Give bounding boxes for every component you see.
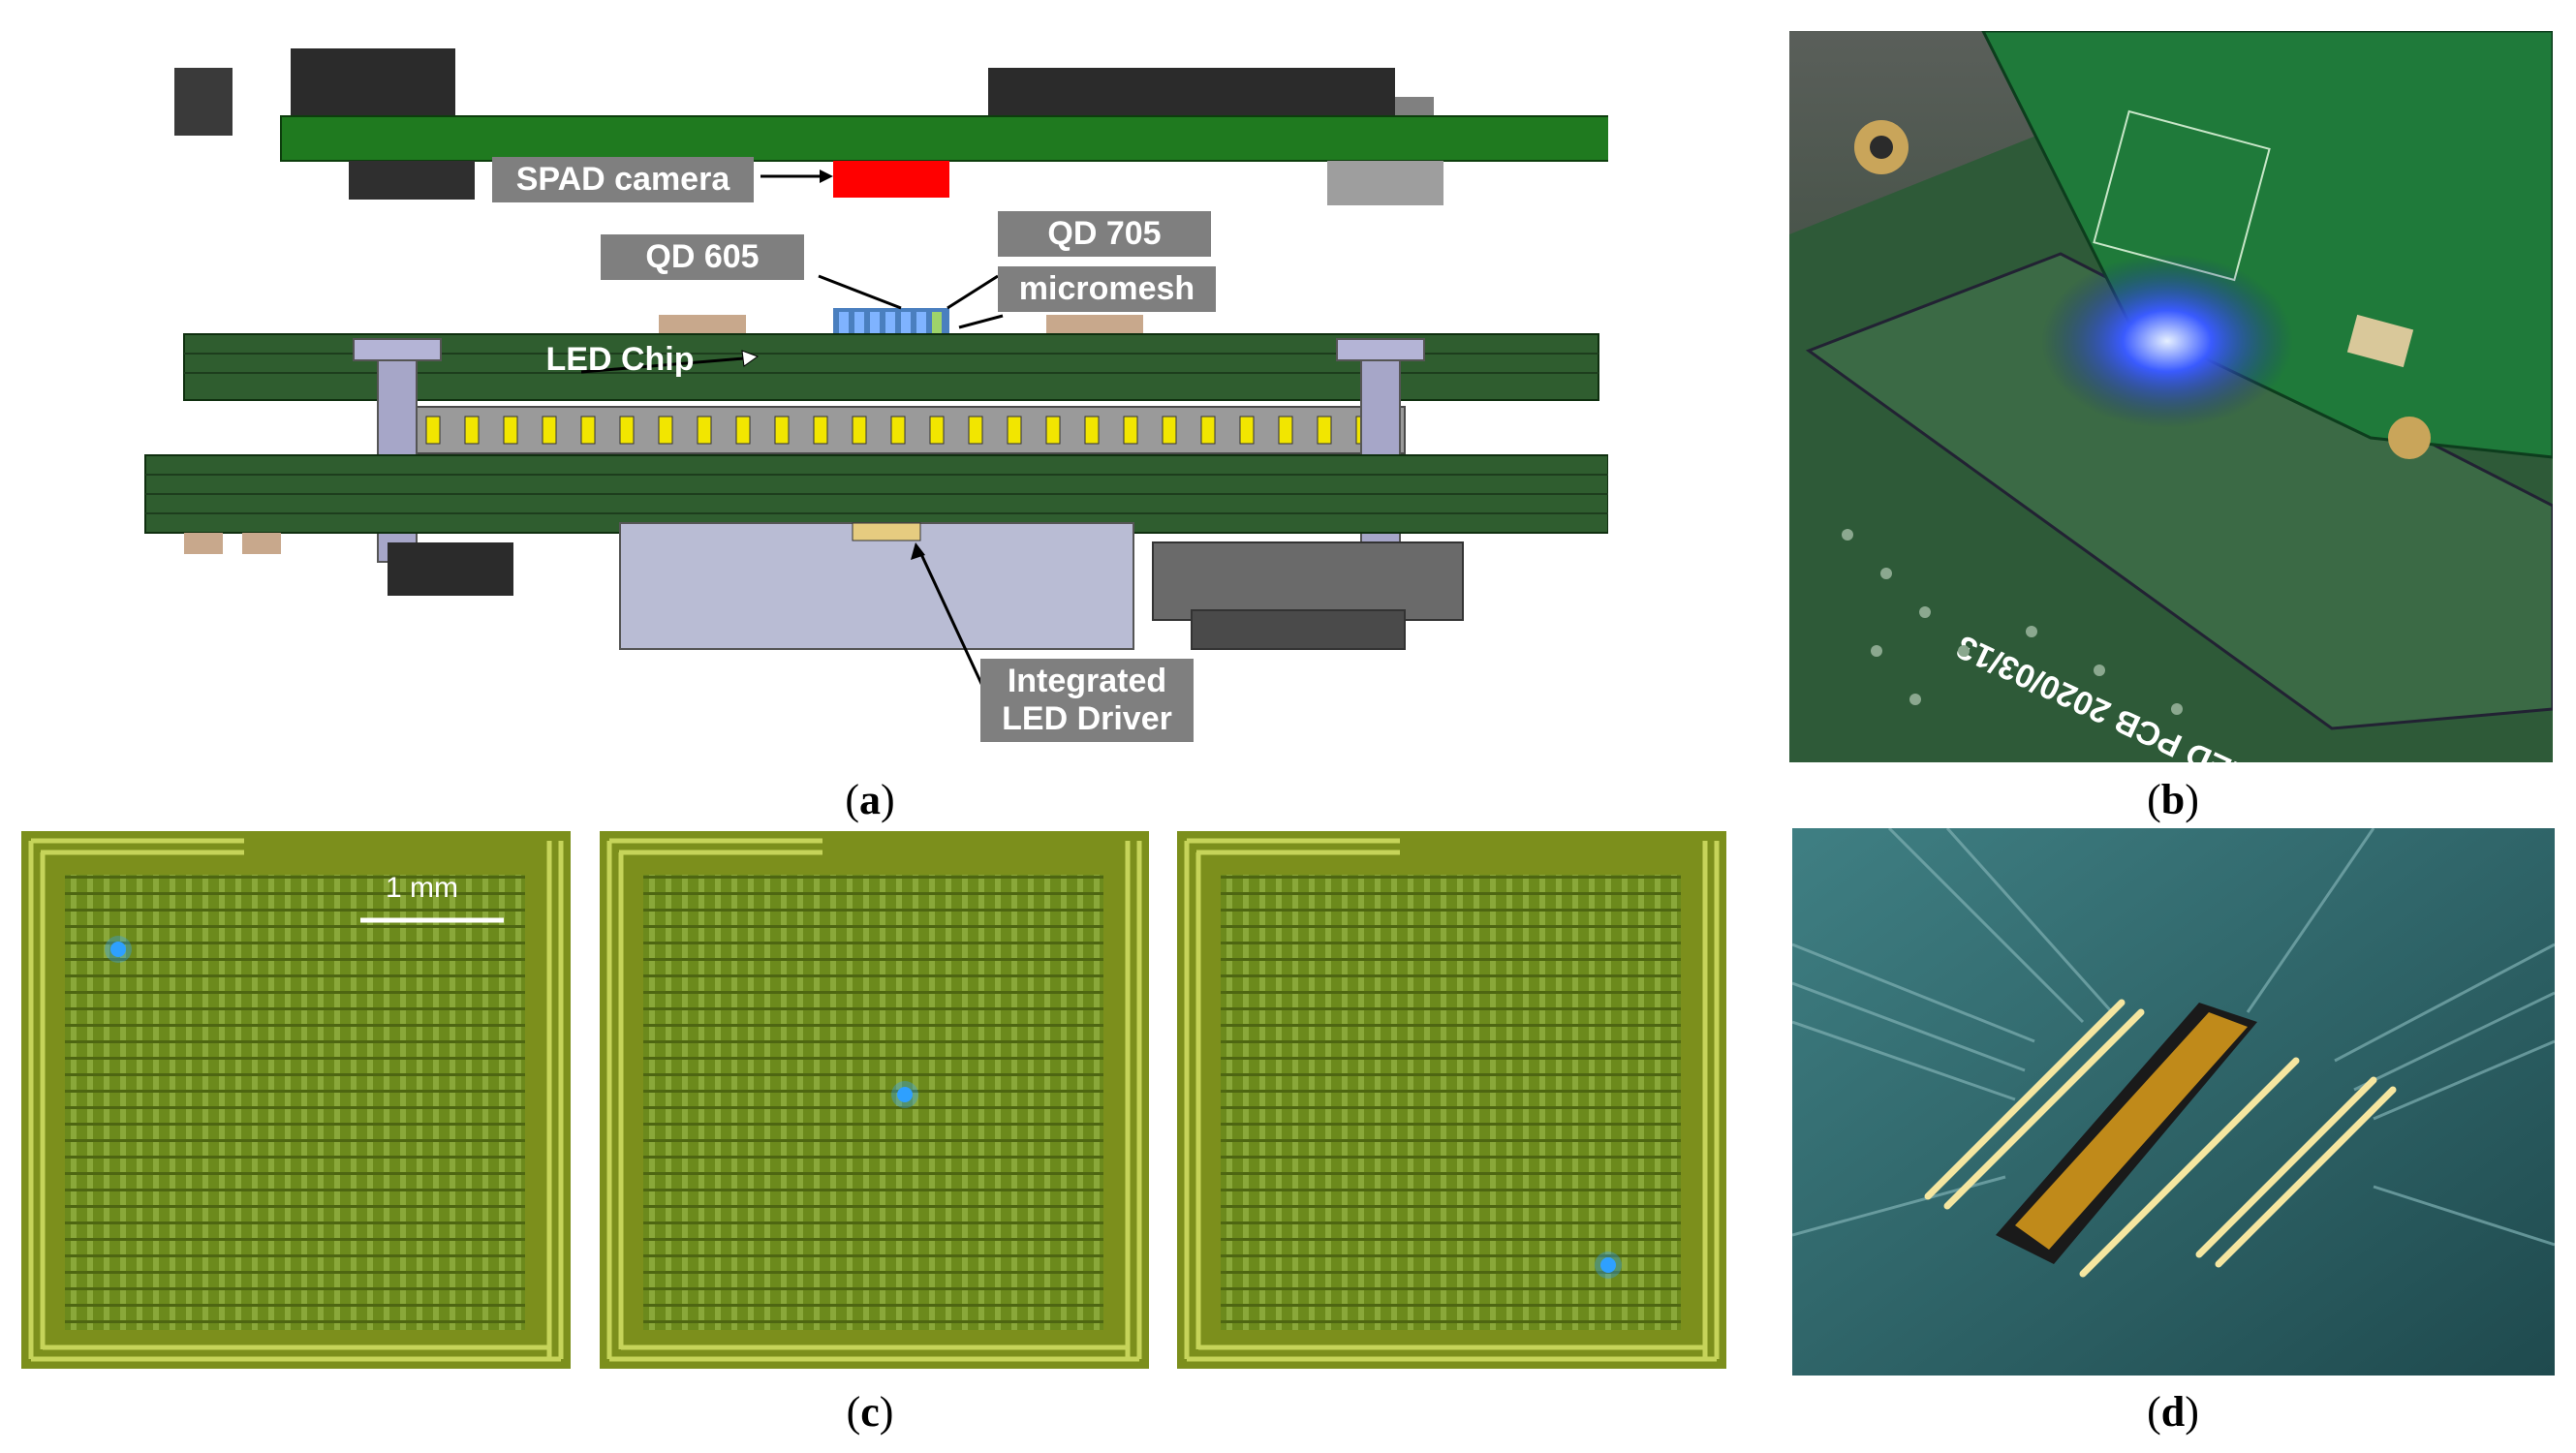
label-integrated-led-driver: Integrated LED Driver [980,659,1194,743]
caption-b: (b) [2147,776,2199,823]
caption-b-letter: b [2160,776,2186,823]
panel-a-cad-diagram [136,19,1629,775]
label-qd705: QD 705 [998,211,1211,258]
spad-camera-chip [833,161,949,198]
label-led-chip: LED Chip [545,341,695,378]
led-driver-package [619,522,1134,650]
micrograph-2 [600,831,1149,1369]
label-qd605: QD 605 [601,234,804,281]
chip-closeup-photo [1792,828,2555,1376]
micrograph-1: 1 mm [21,831,571,1369]
caption-a: (a) [845,776,895,823]
panel-b-photo: 30-20 nanoLED PCB 2020/03/13 [1789,31,2553,762]
label-spad-camera: SPAD camera [492,157,754,203]
cad-cross-section [144,48,1629,689]
caption-d: (d) [2147,1388,2199,1436]
label-integrated-line2: LED Driver [1002,700,1172,738]
label-micromesh: micromesh [998,266,1216,313]
caption-c-letter: c [860,1388,880,1436]
caption-a-letter: a [859,776,881,823]
qd-micromesh [833,308,949,337]
micrograph-3 [1177,831,1726,1369]
pcb-photo: 30-20 nanoLED PCB 2020/03/13 [1789,31,2553,762]
caption-d-letter: d [2160,1388,2186,1436]
caption-c: (c) [846,1388,894,1436]
label-integrated-line1: Integrated [1007,663,1167,699]
scale-bar-label: 1 mm [386,872,458,904]
panel-d-photo [1792,828,2555,1376]
